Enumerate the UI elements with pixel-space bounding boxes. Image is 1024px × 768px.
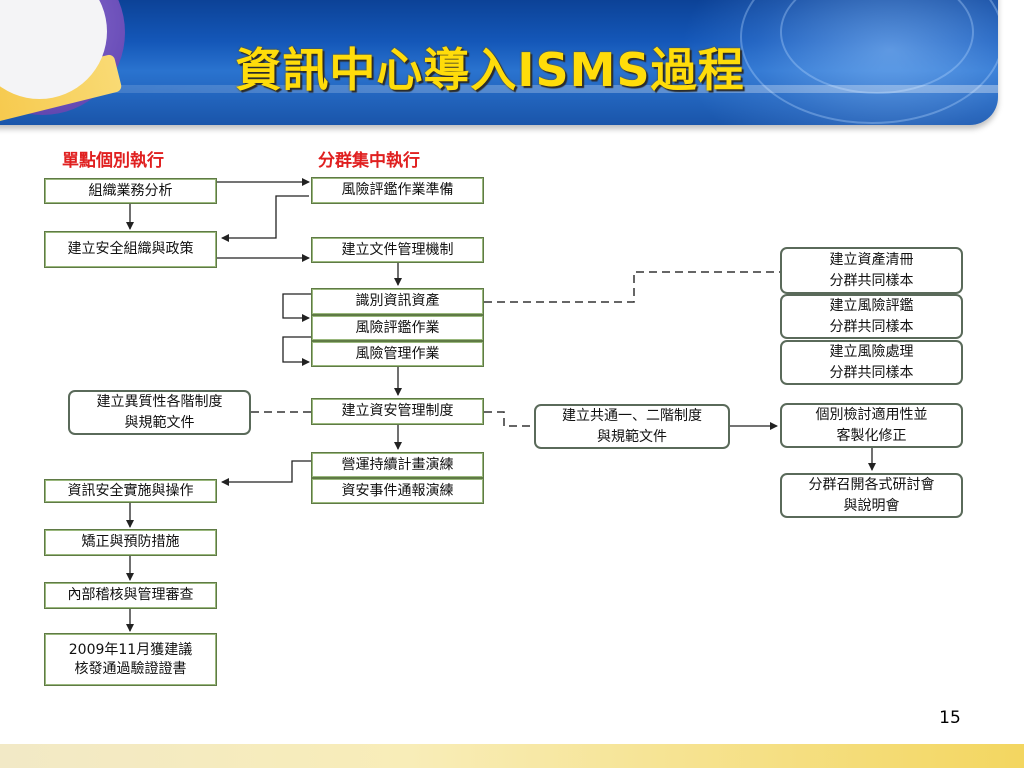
box-certificate: 2009年11月獲建議 核發通過驗證證書: [44, 633, 217, 686]
box-seminar: 分群召開各式研討會 與說明會: [780, 473, 963, 518]
box-asset-template: 建立資產清冊 分群共同樣本: [780, 247, 963, 294]
box-risk-management: 風險管理作業: [311, 341, 484, 367]
box-corrective: 矯正與預防措施: [44, 529, 217, 556]
box-internal-audit: 內部稽核與管理審查: [44, 582, 217, 609]
box-org-analysis: 組織業務分析: [44, 178, 217, 204]
box-heterogeneous-docs: 建立異質性各階制度 與規範文件: [68, 390, 251, 435]
box-incident-drill: 資安事件通報演練: [311, 478, 484, 504]
box-doc-mechanism: 建立文件管理機制: [311, 237, 484, 263]
left-column-header: 單點個別執行: [62, 151, 164, 171]
arrow-drills-to-secops: [221, 460, 311, 486]
box-risk-assess-template: 建立風險評鑑 分群共同樣本: [780, 294, 963, 339]
box-security-ops: 資訊安全實施與操作: [44, 479, 217, 503]
loop-riskassess-riskmgmt: [282, 336, 311, 366]
arrow-riskprep-to-policy: [221, 195, 309, 242]
loop-assets-riskassess: [282, 293, 311, 322]
header-banner: [0, 0, 998, 125]
box-security-policy: 建立安全組織與政策: [44, 231, 217, 268]
dash-system-to-common: [484, 411, 534, 427]
box-bcp-drill: 營運持續計畫演練: [311, 452, 484, 478]
box-risk-prep: 風險評鑑作業準備: [311, 177, 484, 204]
box-risk-treat-template: 建立風險處理 分群共同樣本: [780, 340, 963, 385]
box-identify-assets: 識別資訊資產: [311, 288, 484, 315]
page-number: 15: [939, 708, 961, 728]
slide-title: 資訊中心導入ISMS過程: [235, 43, 745, 97]
footer-band: [0, 744, 1024, 768]
box-risk-assessment: 風險評鑑作業: [311, 315, 484, 341]
dash-assets-to-template: [484, 271, 780, 303]
banner-stripe: [0, 85, 998, 93]
box-common-docs: 建立共通一、二階制度 與規範文件: [534, 404, 730, 449]
box-security-system: 建立資安管理制度: [311, 398, 484, 425]
middle-column-header: 分群集中執行: [318, 151, 420, 171]
box-review-customize: 個別檢討適用性並 客製化修正: [780, 403, 963, 448]
